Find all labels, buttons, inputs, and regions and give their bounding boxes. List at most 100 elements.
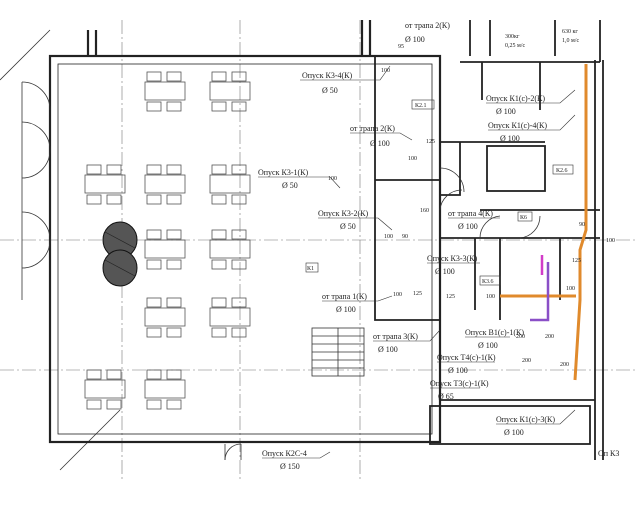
riser-dia: Ø 100 bbox=[370, 139, 390, 148]
chair bbox=[231, 101, 247, 112]
chair bbox=[211, 101, 227, 112]
chair bbox=[211, 259, 227, 270]
pipe-purple bbox=[530, 262, 550, 322]
dim: 125 bbox=[426, 139, 435, 145]
dim: 200 bbox=[522, 358, 531, 364]
chair bbox=[146, 71, 162, 82]
table-set bbox=[144, 229, 186, 270]
dim: 90 bbox=[579, 222, 585, 228]
riser-dia: Ø 100 bbox=[478, 341, 498, 350]
dim: 160 bbox=[420, 208, 429, 214]
room-tag: К2.1 bbox=[415, 103, 427, 109]
riser-dia: Ø 50 bbox=[340, 222, 356, 231]
table bbox=[144, 174, 186, 194]
table bbox=[144, 239, 186, 259]
riser-label: Опуск К2С-4 bbox=[262, 449, 307, 458]
chair bbox=[166, 297, 182, 308]
table-group bbox=[84, 71, 251, 410]
table bbox=[209, 307, 251, 327]
table-set bbox=[144, 369, 186, 410]
dim: 100 bbox=[486, 294, 495, 300]
chair bbox=[146, 164, 162, 175]
chair bbox=[146, 101, 162, 112]
staircase bbox=[311, 327, 365, 377]
chair bbox=[86, 164, 102, 175]
chair bbox=[106, 164, 122, 175]
riser-labels: Опуск К3-4(К) Ø 50 от трапа 2(К) Ø 100 О… bbox=[258, 71, 619, 471]
equipment-speed-2: 1,0 м/с bbox=[562, 38, 579, 44]
riser-label: Опуск К3-1(К) bbox=[258, 168, 308, 177]
chair bbox=[211, 194, 227, 205]
leader-lines bbox=[258, 65, 576, 459]
riser-label: Опуск К3-4(К) bbox=[302, 71, 352, 80]
dim: 100 bbox=[566, 286, 575, 292]
riser-dia: Ø 65 bbox=[438, 392, 454, 401]
chair bbox=[211, 164, 227, 175]
table-set bbox=[144, 71, 186, 112]
chair bbox=[211, 71, 227, 82]
chair bbox=[166, 369, 182, 380]
chair bbox=[106, 369, 122, 380]
room-tag: К2.6 bbox=[556, 168, 568, 174]
table-set bbox=[144, 297, 186, 338]
chair bbox=[86, 194, 102, 205]
table-set bbox=[84, 369, 126, 410]
chair bbox=[166, 101, 182, 112]
table bbox=[144, 81, 186, 101]
dim: 125 bbox=[572, 258, 581, 264]
riser-dia: Ø 100 bbox=[435, 267, 455, 276]
chair bbox=[146, 194, 162, 205]
riser-dia: Ø 100 bbox=[448, 366, 468, 375]
dim: 125 bbox=[446, 294, 455, 300]
riser-dia: Ø 100 bbox=[500, 134, 520, 143]
chair bbox=[146, 399, 162, 410]
room-tag: К1 bbox=[307, 266, 314, 272]
equipment-weight: 300кг bbox=[505, 34, 520, 40]
chair bbox=[231, 259, 247, 270]
chair bbox=[166, 71, 182, 82]
table-set bbox=[209, 71, 251, 112]
table-set bbox=[209, 297, 251, 338]
dim: 95 bbox=[398, 44, 404, 50]
dim: 100 bbox=[384, 234, 393, 240]
dim: 90 bbox=[402, 234, 408, 240]
pipes bbox=[500, 64, 588, 381]
table-set bbox=[84, 164, 126, 205]
chair bbox=[231, 327, 247, 338]
table-set bbox=[144, 164, 186, 205]
chair bbox=[231, 297, 247, 308]
riser-dia: Ø 100 bbox=[378, 345, 398, 354]
pipe-orange bbox=[573, 64, 588, 381]
dim: 100 bbox=[606, 238, 615, 244]
chair bbox=[166, 164, 182, 175]
chair bbox=[146, 229, 162, 240]
chair bbox=[146, 369, 162, 380]
dimension-numbers: 95 100 125 100 100 160 90 100 125 100 12… bbox=[328, 44, 615, 368]
riser-dia: Ø 100 bbox=[336, 305, 356, 314]
chair bbox=[231, 229, 247, 240]
grid-axes bbox=[0, 20, 638, 480]
equipment-speed: 0,25 м/с bbox=[505, 43, 525, 49]
diagonal-lines bbox=[0, 29, 121, 471]
room-tag: К6 bbox=[520, 215, 527, 221]
chair bbox=[86, 399, 102, 410]
riser-dia: Ø 100 bbox=[504, 428, 524, 437]
table-set bbox=[209, 164, 251, 205]
chair bbox=[86, 369, 102, 380]
riser-dia: Ø 100 bbox=[458, 222, 478, 231]
riser-dia: Ø 150 bbox=[280, 462, 300, 471]
dim: 100 bbox=[328, 176, 337, 182]
chair bbox=[146, 327, 162, 338]
room-tag: К3.6 bbox=[482, 279, 494, 285]
riser-label: от трапа 1(К) bbox=[322, 292, 367, 301]
table bbox=[84, 174, 126, 194]
cut-label-bottom-right: Оп К3 bbox=[598, 449, 619, 458]
table bbox=[84, 379, 126, 399]
chair bbox=[146, 259, 162, 270]
dim: 200 bbox=[560, 362, 569, 368]
chair bbox=[166, 194, 182, 205]
chair bbox=[231, 194, 247, 205]
chair bbox=[231, 71, 247, 82]
riser-label: Опуск Т3(с)-1(К) bbox=[430, 379, 489, 388]
